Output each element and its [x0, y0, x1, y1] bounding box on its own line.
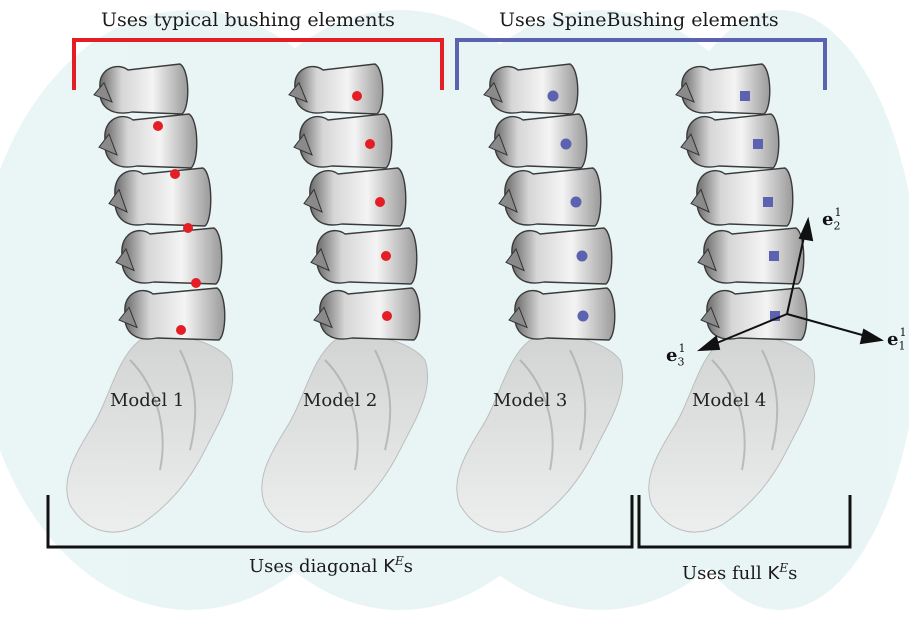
- axis-label-e1: e11: [887, 326, 906, 353]
- spinebushing-marker-dot: [578, 311, 589, 322]
- axis-label-e3: e31: [666, 342, 685, 369]
- vertebra: [687, 114, 779, 168]
- spinebushing-marker-dot: [548, 91, 559, 102]
- vertebra: [300, 114, 392, 168]
- vertebra: [100, 64, 188, 114]
- k-superscript: E: [395, 554, 404, 568]
- vertebra: [122, 228, 222, 284]
- vertebra: [697, 168, 793, 226]
- bushing-marker-dot: [365, 139, 375, 149]
- vertebra: [682, 64, 770, 114]
- vertebra: [515, 288, 615, 340]
- model-label-4: Model 4: [692, 390, 766, 411]
- footer-diagonal-suffix: s: [404, 556, 413, 577]
- bushing-marker-dot: [176, 325, 186, 335]
- footer-full-k: Uses full KEs: [682, 561, 797, 584]
- k-symbol: K: [768, 563, 780, 584]
- vertebra: [495, 114, 587, 168]
- vertebra: [125, 288, 225, 340]
- model-label-3: Model 3: [493, 390, 567, 411]
- bushing-marker-dot: [381, 251, 391, 261]
- vertebra: [105, 114, 197, 168]
- spinebushing-marker-dot: [577, 251, 588, 262]
- vertebra: [490, 64, 578, 114]
- bushing-marker-dot: [183, 223, 193, 233]
- spinebushing-marker-square: [763, 197, 773, 207]
- vertebra: [115, 168, 211, 226]
- k-superscript: E: [779, 561, 788, 575]
- title-spinebushing: Uses SpineBushing elements: [499, 9, 779, 31]
- bushing-marker-dot: [191, 278, 201, 288]
- model-label-1: Model 1: [110, 390, 184, 411]
- spinebushing-marker-square: [753, 139, 763, 149]
- spinebushing-marker-dot: [571, 197, 582, 208]
- vertebra: [505, 168, 601, 226]
- spinebushing-marker-square: [769, 251, 779, 261]
- bushing-marker-dot: [382, 311, 392, 321]
- footer-full-suffix: s: [788, 563, 797, 584]
- model-label-2: Model 2: [303, 390, 377, 411]
- bushing-marker-dot: [170, 169, 180, 179]
- bushing-marker-dot: [153, 121, 163, 131]
- footer-diagonal-k: Uses diagonal KEs: [249, 554, 413, 577]
- axis-label-e2: e21: [822, 206, 841, 233]
- footer-diagonal-prefix: Uses diagonal: [249, 556, 383, 577]
- vertebra: [317, 228, 417, 284]
- vertebra: [310, 168, 406, 226]
- bushing-marker-dot: [352, 91, 362, 101]
- title-typical-bushing: Uses typical bushing elements: [101, 9, 395, 31]
- k-symbol: K: [383, 556, 395, 577]
- spinebushing-marker-dot: [561, 139, 572, 150]
- spinebushing-marker-square: [740, 91, 750, 101]
- bushing-marker-dot: [375, 197, 385, 207]
- vertebra: [512, 228, 612, 284]
- footer-full-prefix: Uses full: [682, 563, 768, 584]
- vertebra: [295, 64, 383, 114]
- vertebra: [704, 228, 804, 284]
- vertebra: [320, 288, 420, 340]
